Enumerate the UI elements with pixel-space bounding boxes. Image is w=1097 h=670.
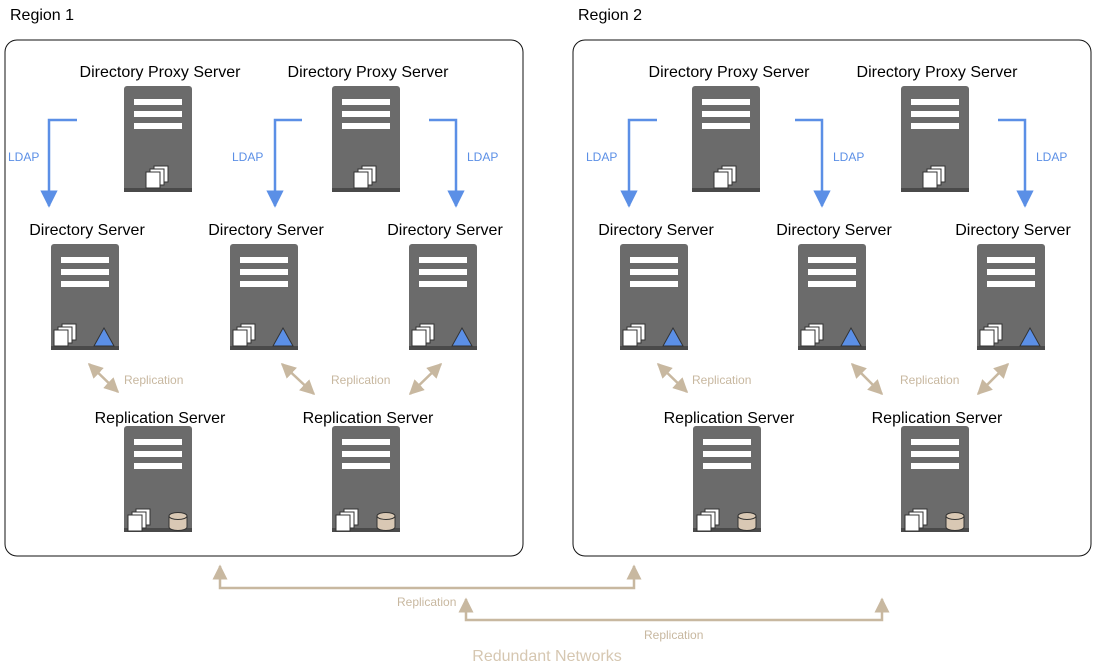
ldap-arrow — [266, 118, 302, 208]
directory-server-label: Directory Server — [29, 222, 145, 239]
inter-region-replication-link — [458, 597, 890, 622]
replication-server[interactable] — [332, 426, 400, 532]
ldap-label: LDAP — [232, 150, 263, 164]
proxy-server-label: Directory Proxy Server — [649, 64, 811, 81]
directory-server[interactable] — [798, 244, 866, 350]
replication-arrow — [87, 362, 120, 394]
directory-server[interactable] — [620, 244, 688, 350]
directory-server-label: Directory Server — [598, 222, 714, 239]
replication-label: Replication — [692, 373, 751, 387]
proxy-server[interactable] — [332, 86, 400, 192]
region-1-title: Region 1 — [10, 7, 74, 24]
replication-server-label: Replication Server — [872, 410, 1003, 427]
proxy-server[interactable] — [124, 86, 192, 192]
proxy-server-label: Directory Proxy Server — [80, 64, 242, 81]
inter-region-replication-label: Replication — [644, 628, 703, 642]
ldap-label: LDAP — [467, 150, 498, 164]
ldap-label: LDAP — [833, 150, 864, 164]
directory-server[interactable] — [409, 244, 477, 350]
inter-region-replication-link — [212, 564, 642, 590]
region-2-title: Region 2 — [578, 7, 642, 24]
proxy-server[interactable] — [692, 86, 760, 192]
replication-server-label: Replication Server — [303, 410, 434, 427]
replication-server-label: Replication Server — [664, 410, 795, 427]
ldap-label: LDAP — [586, 150, 617, 164]
replication-label: Replication — [900, 373, 959, 387]
ldap-label: LDAP — [1036, 150, 1067, 164]
proxy-server[interactable] — [901, 86, 969, 192]
ldap-arrow — [40, 118, 77, 208]
inter-region-replication-label: Replication — [397, 595, 456, 609]
replication-arrow — [850, 362, 884, 396]
proxy-server-label: Directory Proxy Server — [288, 64, 450, 81]
directory-server-label: Directory Server — [208, 222, 324, 239]
directory-server[interactable] — [230, 244, 298, 350]
directory-server[interactable] — [51, 244, 119, 350]
redundant-networks-label: Redundant Networks — [472, 648, 621, 665]
proxy-server-label: Directory Proxy Server — [857, 64, 1019, 81]
ldap-arrow — [429, 118, 465, 208]
replication-server-label: Replication Server — [95, 410, 226, 427]
directory-server[interactable] — [977, 244, 1045, 350]
replication-label: Replication — [331, 373, 390, 387]
directory-server-label: Directory Server — [955, 222, 1071, 239]
ldap-arrow — [620, 118, 657, 208]
replication-arrow — [976, 362, 1010, 396]
replication-arrow — [656, 362, 689, 394]
directory-server-label: Directory Server — [387, 222, 503, 239]
region-2-frame — [572, 39, 1092, 557]
replication-server[interactable] — [901, 426, 969, 532]
replication-arrow — [280, 362, 316, 396]
ldap-label: LDAP — [8, 150, 39, 164]
ldap-arrow — [795, 118, 831, 208]
replication-label: Replication — [124, 373, 183, 387]
replication-server[interactable] — [693, 426, 761, 532]
ldap-arrow — [998, 118, 1034, 208]
region-1-frame — [4, 39, 524, 557]
replication-server[interactable] — [124, 426, 192, 532]
directory-server-label: Directory Server — [776, 222, 892, 239]
replication-arrow — [408, 362, 443, 396]
